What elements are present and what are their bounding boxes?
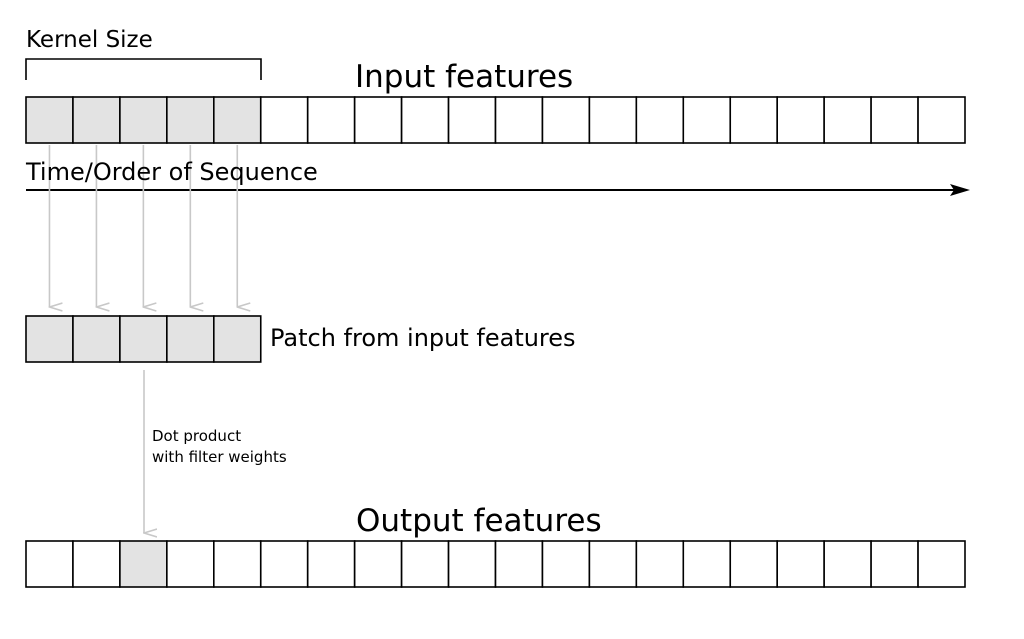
input-cell [776,96,825,144]
output-cell [259,540,309,588]
input-cell [917,96,966,144]
output-cell [635,540,685,588]
input-cell [588,96,638,144]
input-cell [259,96,309,144]
input-cell-kernel [119,96,168,144]
input-cell [494,96,544,144]
input-cell [541,96,591,144]
dot-product-label-line1: Dot product [152,427,242,445]
output-cell [588,540,638,588]
output-cell [494,540,544,588]
output-cell [447,540,497,588]
output-cell [166,540,215,588]
input-features-row [25,96,966,144]
input-cell [306,96,356,144]
output-cell [353,540,403,588]
patch-cell [166,315,215,363]
output-cell [729,540,779,588]
input-cell-kernel [72,96,121,144]
patch-cell [72,315,121,363]
input-cell [729,96,779,144]
input-cell-kernel [25,96,74,144]
input-cell [353,96,403,144]
kernel-size-bracket [25,58,262,80]
dot-product-label-line2: with filter weights [152,448,287,466]
output-cell [72,540,121,588]
output-cell [541,540,591,588]
kernel-size-label: Kernel Size [26,27,153,53]
output-cell [213,540,262,588]
output-cell [306,540,356,588]
kernel-to-patch-arrows [49,145,237,307]
output-cell [776,540,825,588]
output-features-title: Output features [356,503,602,539]
output-cell [823,540,872,588]
output-cell [682,540,732,588]
time-axis-arrowhead [950,184,970,196]
output-cell-highlighted [119,540,168,588]
patch-cell [25,315,74,363]
input-cell [400,96,450,144]
input-cell [447,96,497,144]
output-features-row [25,540,966,588]
input-cell [682,96,732,144]
output-cell [870,540,919,588]
output-cell [400,540,450,588]
patch-cell [119,315,168,363]
input-cell [870,96,919,144]
input-cell-kernel [213,96,262,144]
input-features-title: Input features [355,59,574,95]
input-cell [823,96,872,144]
input-cell [635,96,685,144]
time-order-label: Time/Order of Sequence [26,158,318,186]
patch-cell [213,315,262,363]
input-cell-kernel [166,96,215,144]
patch-row [25,315,262,363]
patch-label: Patch from input features [270,324,576,352]
output-cell [917,540,966,588]
output-cell [25,540,74,588]
